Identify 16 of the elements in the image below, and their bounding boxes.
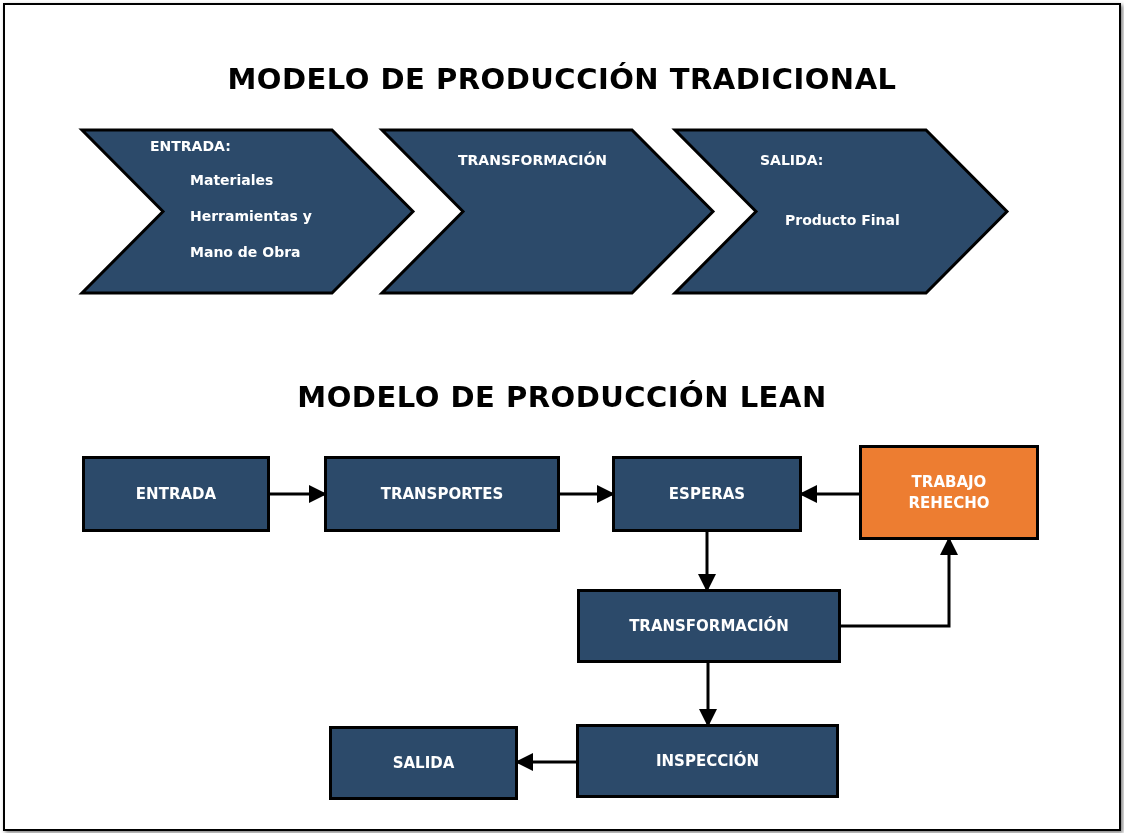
- section-heading: MODELO DE PRODUCCIÓN LEAN: [297, 380, 827, 414]
- box-label: TRANSPORTES: [380, 483, 504, 505]
- box-label: SALIDA: [392, 752, 455, 774]
- process-box: [859, 445, 1039, 540]
- process-box: [324, 456, 560, 532]
- box-label: INSPECCIÓN: [655, 750, 760, 772]
- process-box: [82, 456, 270, 532]
- box-label: ENTRADA: [135, 483, 217, 505]
- process-box: [329, 726, 518, 800]
- process-box: [612, 456, 802, 532]
- box-label: TRANSFORMACIÓN: [629, 615, 789, 637]
- box-label: ESPERAS: [668, 483, 746, 505]
- process-box: [576, 724, 839, 798]
- process-box: [577, 589, 841, 663]
- box-label: TRABAJO REHECHO: [907, 472, 991, 513]
- diagram-title: MODELO DE PRODUCCIÓN TRADICIONAL: [227, 62, 897, 96]
